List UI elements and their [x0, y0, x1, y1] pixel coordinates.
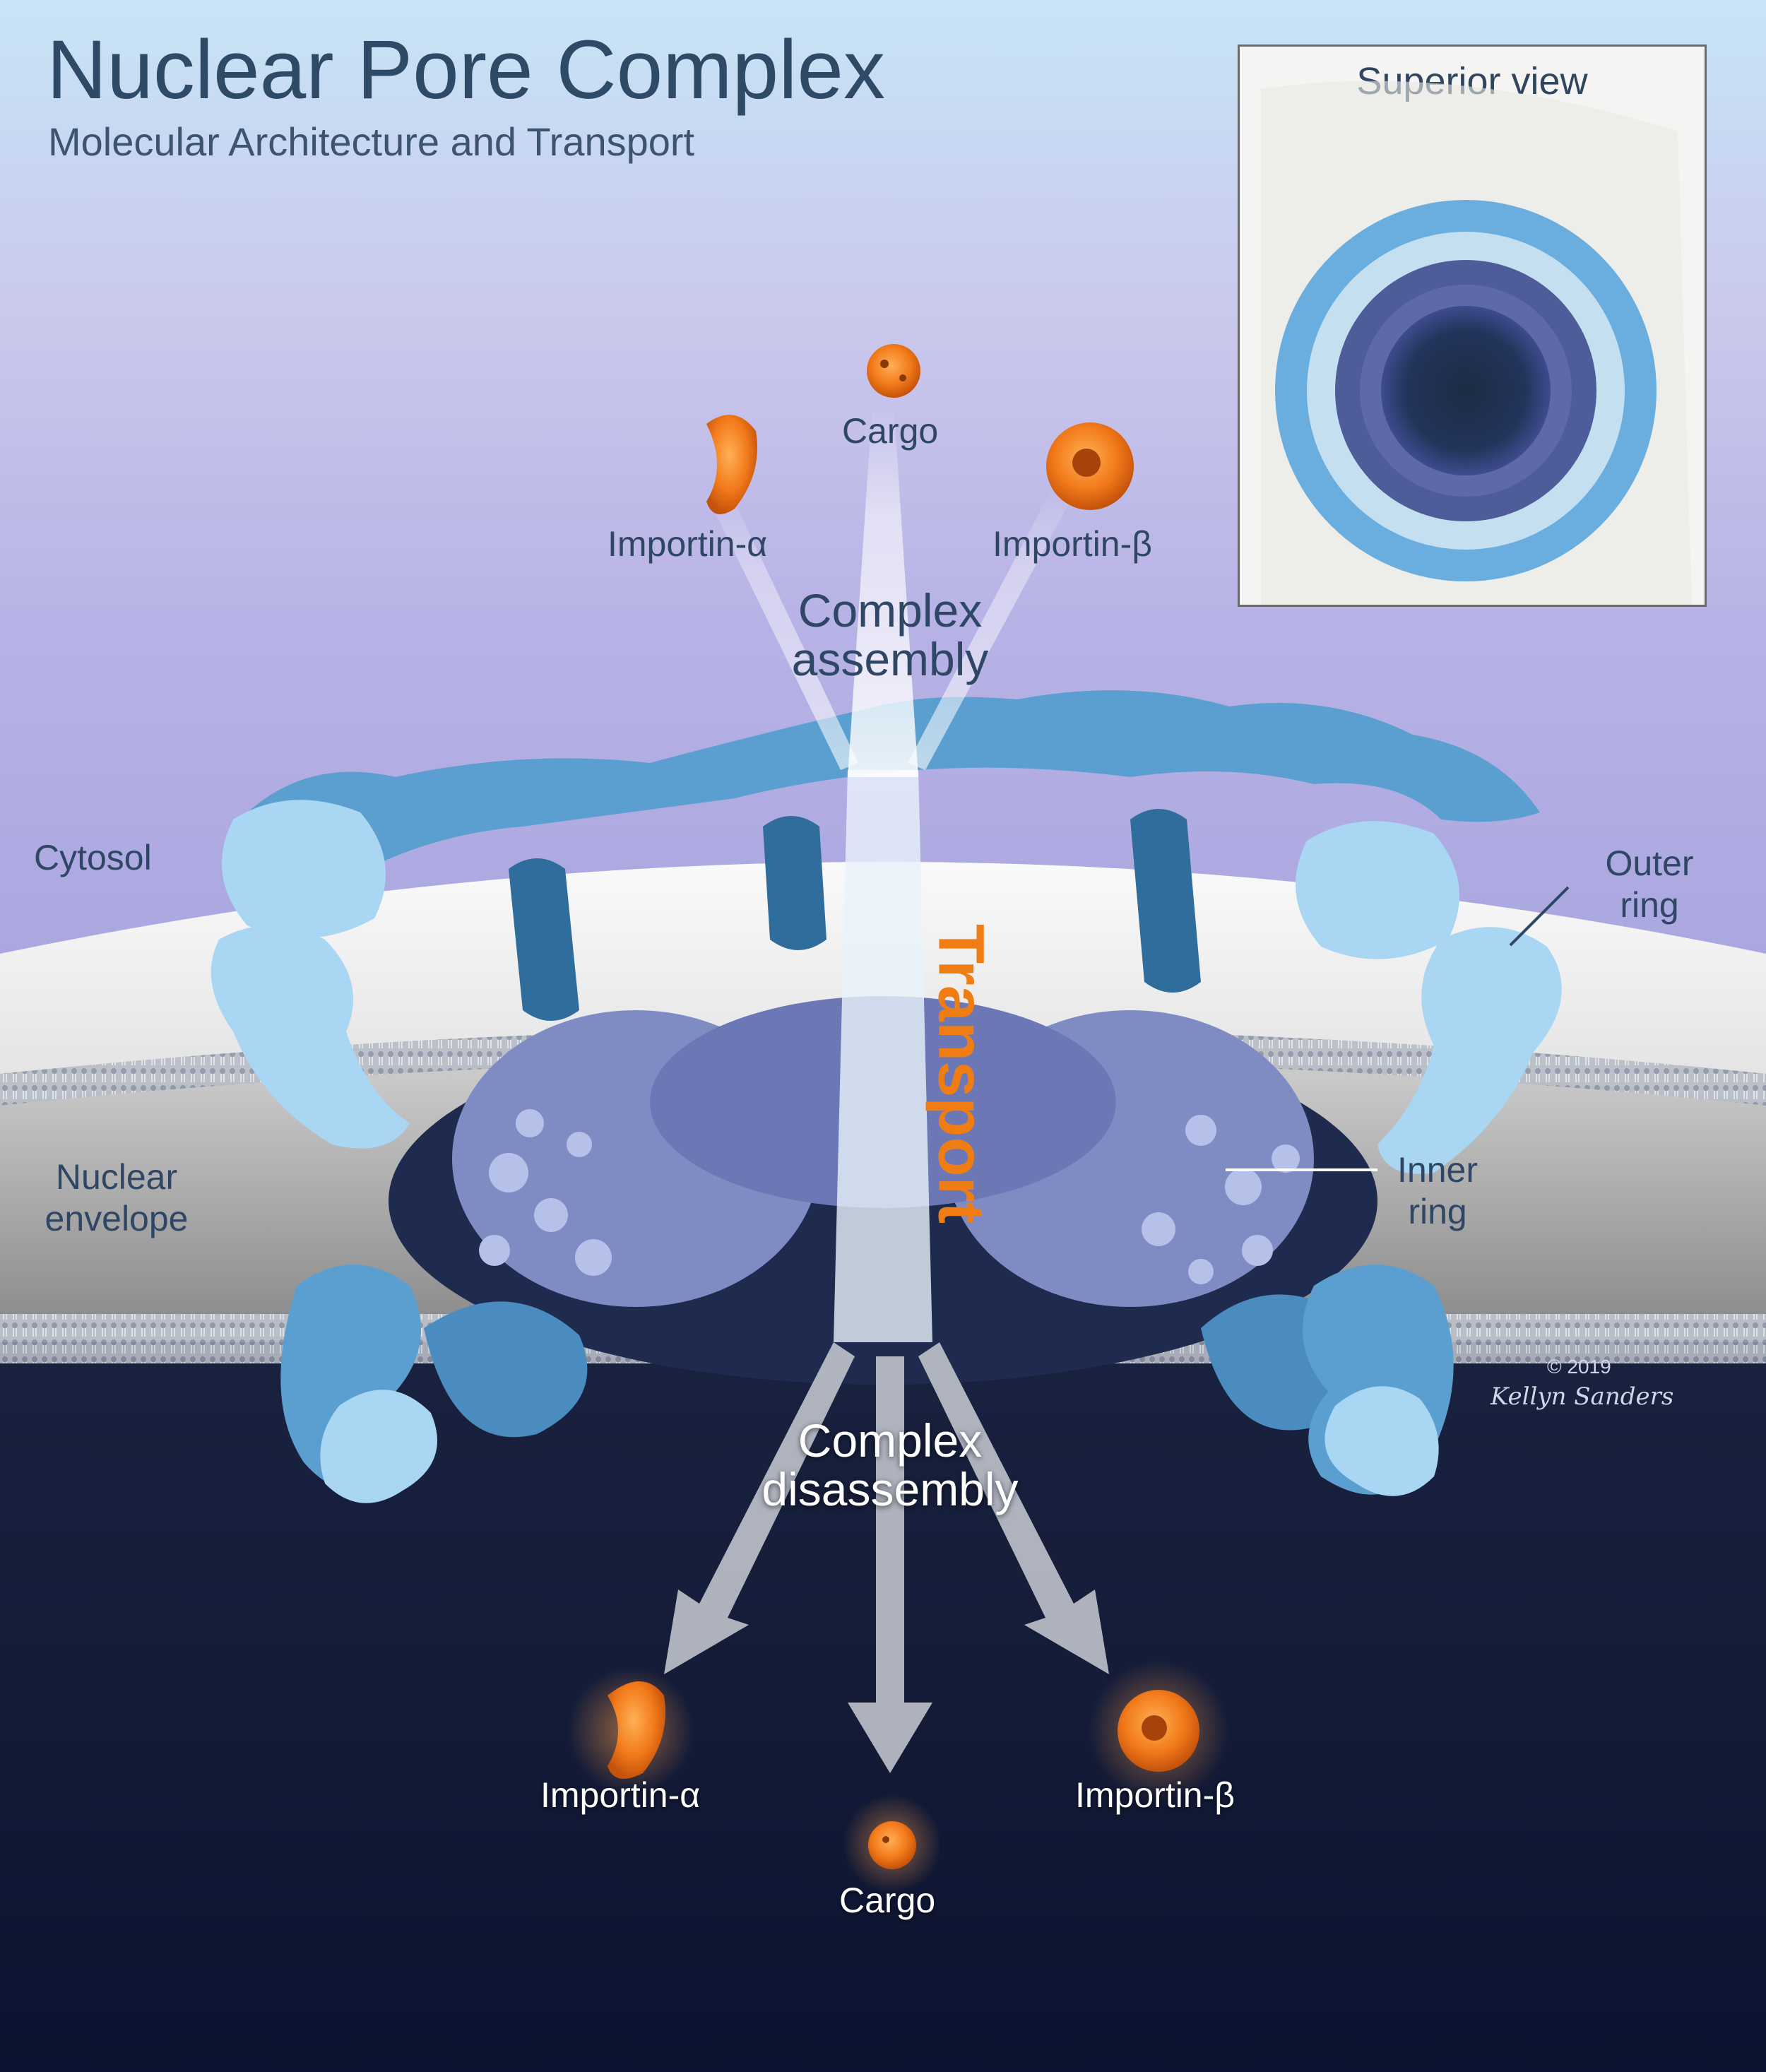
nuclear-envelope-label-line2: envelope [45, 1198, 189, 1238]
outer-ring-leader [1509, 886, 1570, 947]
nucleoplasmic-ring-light [320, 1386, 1439, 1503]
inner-ring-label: Inner ring [1374, 1152, 1501, 1230]
page-subtitle: Molecular Architecture and Transport [48, 119, 695, 164]
outer-ring-label-line2: ring [1620, 884, 1679, 925]
complex-assembly-label: Complex assembly [749, 586, 1031, 685]
cargo-molecule-bottom [868, 1821, 916, 1869]
cargo-label-top: Cargo [842, 411, 939, 451]
outer-ring-left [211, 800, 410, 1149]
inner-ring-highlights [479, 1109, 1300, 1284]
complex-disassembly-line1: Complex [798, 1414, 983, 1467]
envelope-lipid-bilayer-upper [0, 1028, 1766, 1106]
inner-ring-label-line2: ring [1408, 1191, 1467, 1231]
importin-alpha-molecule-bottom [608, 1681, 665, 1779]
transport-label: Transport [925, 923, 997, 1224]
transport-label-box: Transport [918, 911, 1003, 1236]
arrow-to-importin-alpha [664, 1342, 855, 1674]
cytosol-label: Cytosol [34, 838, 152, 877]
importin-alpha-label-top: Importin-α [608, 524, 768, 564]
importin-beta-label-top: Importin-β [992, 524, 1153, 564]
disassembly-arrows [664, 1342, 1109, 1773]
complex-assembly-line1: Complex [798, 584, 983, 637]
signature-year: © 2019 [1547, 1356, 1611, 1378]
complex-disassembly-line2: disassembly [761, 1463, 1019, 1516]
page-title: Nuclear Pore Complex [47, 23, 886, 117]
cytoplasmic-ring-dark [509, 809, 1201, 1021]
importin-beta-molecule-top [1046, 422, 1134, 510]
arrow-to-importin-beta [918, 1342, 1109, 1674]
outer-ring-label-line1: Outer [1605, 843, 1694, 883]
cargo-label-bottom: Cargo [839, 1881, 936, 1920]
nuclear-envelope-label-line1: Nuclear [55, 1157, 178, 1197]
superior-central-channel [1381, 306, 1551, 475]
outer-ring-label: Outer ring [1586, 845, 1713, 923]
importin-alpha-label-bottom: Importin-α [540, 1775, 701, 1815]
nuclear-envelope-label: Nuclear envelope [21, 1159, 212, 1237]
superior-view-illustration [1261, 81, 1692, 605]
assembly-beam [848, 403, 918, 777]
assembly-beam-left [706, 487, 858, 770]
transport-beam [834, 770, 932, 1342]
importin-beta-label-bottom: Importin-β [1075, 1775, 1235, 1815]
importin-alpha-molecule-top [706, 415, 757, 514]
cytoplasmic-outer-ring [240, 690, 1540, 870]
superior-view-inset: Superior view [1238, 45, 1707, 607]
inner-ring-label-line1: Inner [1397, 1150, 1478, 1190]
cargo-molecule-top [867, 344, 920, 398]
complex-assembly-line2: assembly [791, 633, 989, 686]
importin-beta-molecule-bottom [1118, 1690, 1199, 1772]
complex-disassembly-label: Complex disassembly [706, 1416, 1074, 1515]
assembly-beam-right [908, 487, 1074, 770]
signature-artist: Kellyn Sanders [1491, 1383, 1674, 1411]
arrow-to-cargo [848, 1356, 932, 1773]
outer-ring-right [1296, 821, 1562, 1174]
